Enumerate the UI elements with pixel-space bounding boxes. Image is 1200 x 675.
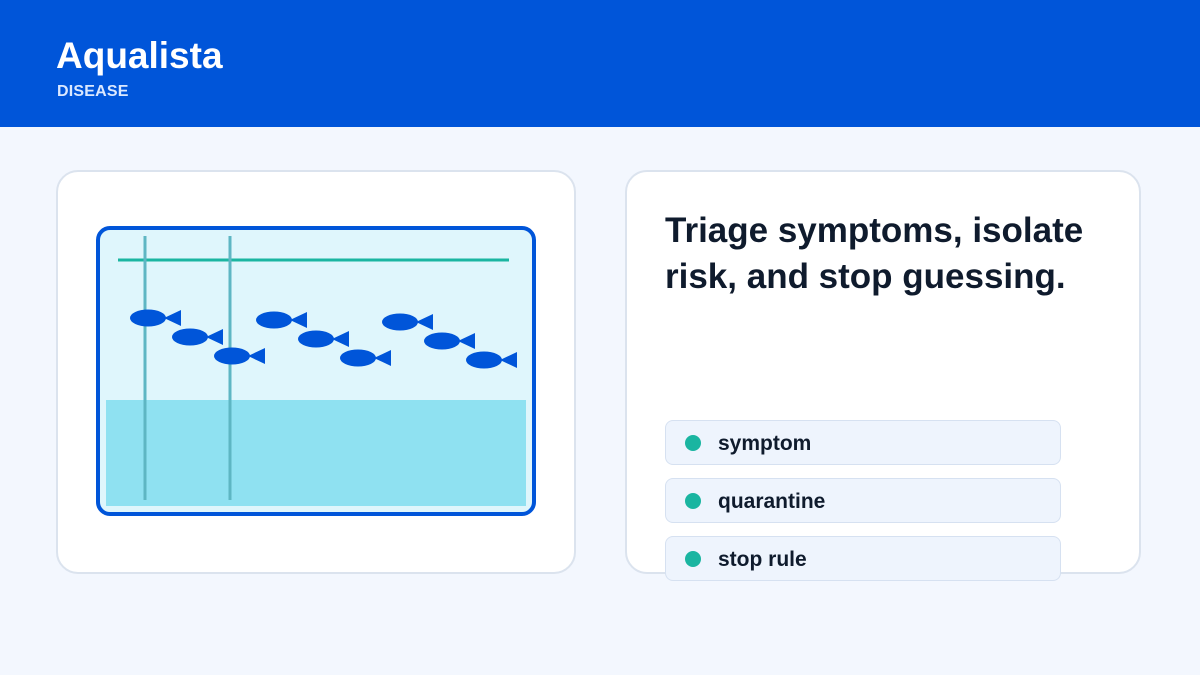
headline: Triage symptoms, isolate risk, and stop … <box>665 211 1084 296</box>
fish-icon <box>298 330 349 348</box>
tank-substrate <box>106 400 526 506</box>
tag-label: quarantine <box>718 490 826 513</box>
tag-label: symptom <box>718 432 812 455</box>
tank-frame <box>96 226 536 516</box>
fish-icon <box>256 311 307 329</box>
fish-icon <box>130 309 181 327</box>
tag-symptom: symptom <box>665 420 1061 465</box>
tag-quarantine: quarantine <box>665 478 1061 523</box>
section-label: DISEASE <box>57 83 129 100</box>
app-header: Aqualista DISEASE <box>0 0 1200 127</box>
fish-icon <box>214 347 265 365</box>
teal-dot-icon <box>685 493 701 509</box>
fish-icon <box>172 328 223 346</box>
fish-icon <box>466 351 517 369</box>
fish-icon <box>424 332 475 350</box>
fish-icon <box>382 313 433 331</box>
app-title: Aqualista <box>56 35 223 76</box>
tag-stop-rule: stop rule <box>665 536 1061 581</box>
teal-dot-icon <box>685 435 701 451</box>
fish-icon <box>340 349 391 367</box>
tag-label: stop rule <box>718 548 807 571</box>
fish-school <box>130 309 517 369</box>
teal-dot-icon <box>685 551 701 567</box>
